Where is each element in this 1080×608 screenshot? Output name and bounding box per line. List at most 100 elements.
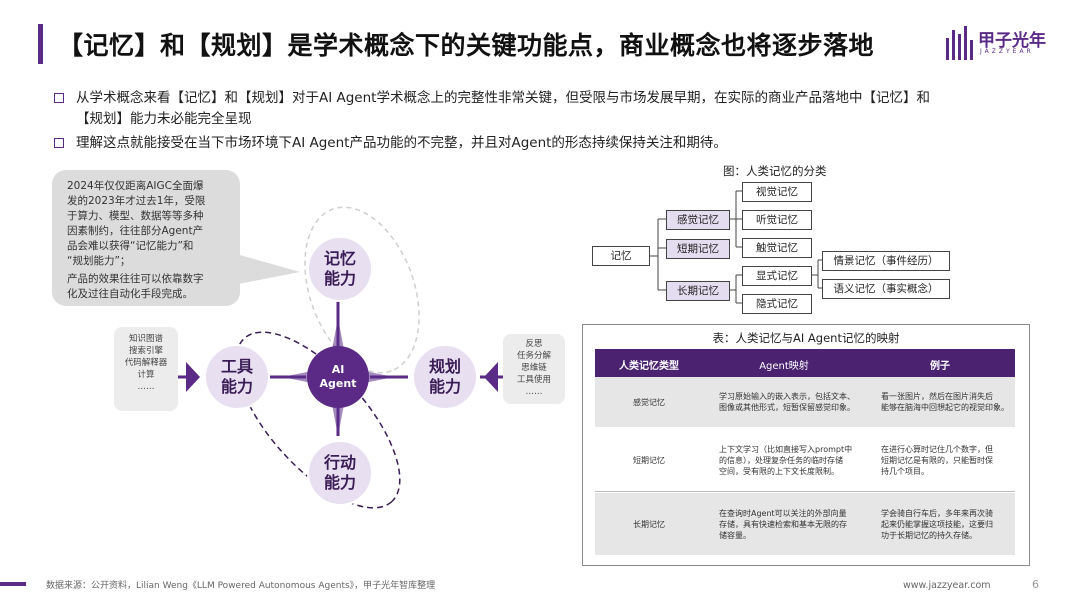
bullet-1-line-2: 【规划】能力未必能完全呈现 [76, 111, 252, 127]
cell-line: 学会骑自行车后，多年来再次骑 [881, 509, 993, 518]
box-line: 思维链 [521, 363, 547, 373]
tree-node-tactile: 触觉记忆 [742, 238, 812, 258]
cell-line: 空间，受有限的上下文长度限制。 [719, 467, 839, 476]
bubble-line: “规划能力”； [67, 255, 131, 267]
bubble-paragraph-2: 产品的效果往往可以依靠数字 化及过往自动化手段完成。 [67, 272, 229, 302]
node-label: 能力 [428, 377, 461, 396]
bullet-1: 从学术概念来看【记忆】和【规划】对于AI Agent学术概念上的完整性非常关键，… [54, 88, 1054, 132]
cell-line: 上下文学习（比如直接写入prompt中 [719, 445, 853, 454]
box-line: …… [137, 382, 155, 392]
cell-line: 在进行心算时记住几个数字，但 [881, 445, 993, 454]
tree-node-episodic: 情景记忆（事件经历） [822, 251, 950, 271]
box-line: 搜索引擎 [128, 346, 163, 356]
bullet-square-icon [54, 138, 64, 148]
memory-tree-connectors [649, 190, 822, 304]
bullet-2: 理解这点就能接受在当下市场环境下AI Agent产品功能的不完整，并且对Agen… [54, 133, 1054, 155]
row-type: 感觉记忆 [633, 398, 665, 407]
planning-examples-box: 反思 任务分解 思维链 工具使用 …… [503, 334, 565, 404]
row-mapping: 学习原始输入的嵌入表示，包括文本、 图像或其他形式，短暂保留感觉印象。 [719, 391, 855, 413]
bubble-paragraph-1: 2024年仅仅距离AIGC全面爆 发的2023年才过去1年，受限 于算力、模型、… [67, 179, 229, 269]
tree-node-short-term: 短期记忆 [666, 239, 730, 259]
tree-node-auditory: 听觉记忆 [742, 210, 812, 230]
memory-capability-node: 记忆能力 [307, 236, 373, 302]
bubble-line: 发的2023年才过去1年，受限 [67, 195, 206, 207]
row-type: 长期记忆 [633, 520, 665, 529]
tools-capability-node: 工具能力 [204, 344, 270, 410]
cell-line: 功于长期记忆的持久存储。 [881, 531, 977, 540]
page-number: 6 [1032, 578, 1039, 591]
box-line: 知识图谱 [128, 334, 163, 344]
row-mapping: 在查询时Agent可以关注的外部向量 存储，具有快速检索和基本无限的存 储容量。 [719, 508, 847, 541]
bubble-line: 于算力、模型、数据等等多种 [67, 210, 204, 222]
cell-line: 学习原始输入的嵌入表示，包括文本、 [719, 392, 855, 401]
node-label: Agent [319, 377, 357, 390]
cell-line: 存储，具有快速检索和基本无限的存 [719, 520, 847, 529]
table-row: 感觉记忆 学习原始输入的嵌入表示，包括文本、 图像或其他形式，短暂保留感觉印象。… [595, 377, 1015, 427]
cell-line: 短期记忆是有限的，只能暂时保 [881, 456, 993, 465]
box-line: 代码解释器 [124, 358, 168, 368]
row-example: 看一张图片，然后在图片消失后 能够在脑海中回想起它的视觉印象。 [881, 391, 1009, 413]
action-capability-node: 行动能力 [307, 440, 373, 506]
bullet-2-line-1: 理解这点就能接受在当下市场环境下AI Agent产品功能的不完整，并且对Agen… [76, 135, 727, 151]
page-title: 【记忆】和【规划】是学术概念下的关键功能点，商业概念也将逐步落地 [58, 31, 875, 60]
title-accent-bar [38, 24, 43, 64]
box-line: …… [525, 387, 543, 397]
bullet-1-line-1: 从学术概念来看【记忆】和【规划】对于AI Agent学术概念上的完整性非常关键，… [76, 90, 930, 106]
tools-examples-box: 知识图谱 搜索引擎 代码解释器 计算 …… [114, 327, 178, 411]
node-label: 记忆 [323, 249, 356, 268]
footer-accent-bar [0, 582, 26, 586]
box-line: 工具使用 [516, 375, 551, 385]
memory-planning-ellipse [304, 206, 420, 374]
bubble-line: 化及过往自动化手段完成。 [67, 288, 193, 300]
brand-name: 甲子光年 [978, 31, 1046, 51]
context-bubble: 2024年仅仅距离AIGC全面爆 发的2023年才过去1年，受限 于算力、模型、… [52, 170, 240, 306]
box-line: 计算 [137, 370, 155, 380]
bubble-line: 因素制约，往往部分Agent产 [67, 225, 204, 237]
header-type: 人类记忆类型 [619, 361, 679, 372]
bullet-square-icon [54, 93, 64, 103]
table-row: 短期记忆 上下文学习（比如直接写入prompt中 的信息），处理复杂任务的临时存… [595, 429, 1015, 492]
header-mapping: Agent映射 [759, 361, 809, 372]
memory-mapping-table: 表：人类记忆与AI Agent记忆的映射 人类记忆类型 Agent映射 例子 感… [582, 324, 1030, 566]
tree-node-long-term: 长期记忆 [666, 281, 730, 301]
table-row: 长期记忆 在查询时Agent可以关注的外部向量 存储，具有快速检索和基本无限的存… [595, 493, 1015, 555]
tree-node-explicit: 显式记忆 [742, 266, 812, 286]
row-example: 在进行心算时记住几个数字，但 短期记忆是有限的，只能暂时保 持几个项目。 [881, 444, 993, 477]
cell-line: 的信息），处理复杂任务的临时存储 [719, 456, 843, 465]
cell-line: 起来仍能掌握这项技能，这要归 [881, 520, 993, 529]
node-label: 行动 [323, 453, 356, 472]
table-title: 表：人类记忆与AI Agent记忆的映射 [712, 331, 900, 345]
row-mapping: 上下文学习（比如直接写入prompt中 的信息），处理复杂任务的临时存储 空间，… [719, 444, 852, 477]
planning-capability-node: 规划能力 [412, 344, 478, 410]
memory-tree-caption: 图：人类记忆的分类 [723, 164, 827, 178]
source-note: 数据来源：公开资料，Lilian Weng《LLM Powered Autono… [46, 581, 436, 591]
cell-line: 储容量。 [719, 531, 751, 540]
tree-node-sensory: 感觉记忆 [666, 210, 730, 230]
node-label: AI [331, 363, 345, 376]
tree-node-root: 记忆 [592, 246, 650, 266]
box-line: 反思 [525, 339, 543, 349]
tools-arrow-icon [186, 362, 200, 392]
cell-line: 看一张图片，然后在图片消失后 [881, 392, 993, 401]
header-example: 例子 [930, 361, 950, 372]
bubble-line: 品会难以获得“记忆能力”和 [67, 240, 194, 252]
table-header: 人类记忆类型 Agent映射 例子 [595, 349, 1015, 377]
brand-logo-icon [946, 26, 1056, 60]
node-label: 能力 [220, 377, 253, 396]
bubble-line: 产品的效果往往可以依靠数字 [67, 273, 204, 285]
bubble-tail [222, 250, 300, 286]
tools-action-ellipse [235, 331, 401, 509]
cell-line: 图像或其他形式，短暂保留感觉印象。 [719, 403, 855, 412]
cell-line: 在查询时Agent可以关注的外部向量 [719, 509, 847, 518]
tree-node-visual: 视觉记忆 [742, 182, 812, 202]
row-example: 学会骑自行车后，多年来再次骑 起来仍能掌握这项技能，这要归 功于长期记忆的持久存… [881, 508, 993, 541]
row-type: 短期记忆 [633, 456, 665, 465]
website-link[interactable]: www.jazzyear.com [903, 580, 991, 591]
brand-subtitle: JAZZYEAR [980, 48, 1034, 55]
box-line: 任务分解 [516, 351, 551, 361]
node-label: 规划 [428, 357, 461, 376]
cell-line: 能够在脑海中回想起它的视觉印象。 [881, 403, 1009, 412]
bubble-line: 2024年仅仅距离AIGC全面爆 [67, 180, 204, 192]
node-label: 工具 [220, 357, 253, 376]
